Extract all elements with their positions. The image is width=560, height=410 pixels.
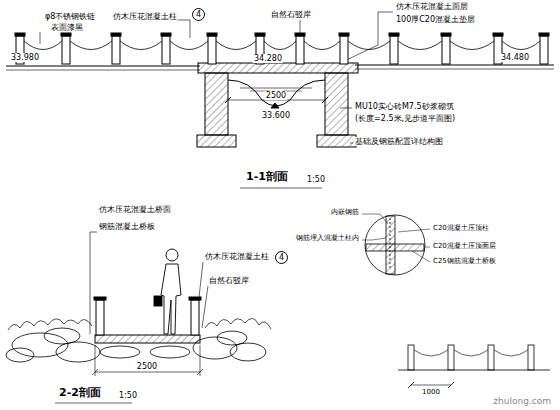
chain bbox=[450, 41, 494, 50]
material-note: 自然石驳岸 bbox=[270, 10, 312, 19]
chain bbox=[24, 41, 62, 50]
elevation-mark: 33.600 bbox=[261, 111, 291, 120]
post bbox=[296, 36, 304, 64]
section-title: 1-1剖面 bbox=[245, 171, 289, 184]
callout-number: 4 bbox=[192, 8, 205, 21]
leader-line bbox=[55, 232, 208, 403]
chain bbox=[120, 41, 162, 50]
post bbox=[94, 297, 201, 335]
post-cap bbox=[255, 33, 265, 36]
dimension-text: 2500 bbox=[265, 91, 287, 100]
detail-note: 钢筋埋入混凝土柱内 bbox=[295, 234, 360, 242]
post-cap bbox=[207, 33, 217, 36]
chain bbox=[304, 41, 340, 50]
chain bbox=[216, 41, 256, 50]
post bbox=[540, 36, 548, 64]
material-note: 钢筋混凝土桥板 bbox=[98, 222, 156, 231]
post-cap bbox=[389, 33, 399, 36]
material-note: 100厚C20混凝土垫层 bbox=[395, 15, 476, 24]
post-cap bbox=[493, 33, 503, 36]
chain bbox=[348, 41, 390, 50]
post bbox=[442, 36, 450, 64]
material-note: MU10实心砖M7.5砂浆砌筑 bbox=[354, 102, 455, 111]
post-cap bbox=[441, 33, 451, 36]
post-cap bbox=[339, 33, 349, 36]
dimension-line bbox=[92, 345, 203, 376]
dimension-text: 2500 bbox=[136, 362, 158, 371]
bridge-deck bbox=[95, 335, 200, 343]
scale-text: 1:50 bbox=[118, 391, 138, 400]
post bbox=[62, 36, 70, 64]
post-cap bbox=[161, 33, 171, 36]
material-note: 仿木压花混凝土柱 bbox=[204, 252, 270, 261]
shrub bbox=[8, 318, 271, 330]
material-note: 仿木压花混凝土面层 bbox=[395, 2, 469, 11]
post-cap bbox=[539, 33, 549, 36]
callout-number: 4 bbox=[275, 251, 288, 264]
chain bbox=[502, 41, 540, 50]
elevation-mark: 34.480 bbox=[500, 53, 530, 62]
post bbox=[162, 36, 170, 64]
material-note: 基础及钢筋配置详结构图 bbox=[354, 137, 444, 146]
post-and-chain bbox=[15, 33, 549, 64]
material-note: φ8不锈钢铁链 bbox=[44, 12, 96, 21]
detail-note: 内嵌钢筋 bbox=[330, 208, 360, 216]
material-note: (长度=2.5米,见步道平面图) bbox=[354, 114, 456, 123]
section-title: 2-2剖面 bbox=[58, 387, 102, 400]
post bbox=[112, 36, 120, 64]
post bbox=[390, 36, 398, 64]
post bbox=[340, 36, 348, 64]
material-note: 仿木压花混凝土柱 bbox=[112, 12, 178, 21]
bridge-deck bbox=[198, 63, 358, 73]
post-cap bbox=[111, 33, 121, 36]
post bbox=[208, 36, 216, 64]
chain bbox=[170, 41, 208, 50]
post-cap bbox=[295, 33, 305, 36]
stream-channel bbox=[228, 80, 325, 108]
scale-text: 1:50 bbox=[306, 175, 326, 184]
post-cap bbox=[15, 33, 25, 36]
elevation-mark: 33.980 bbox=[10, 53, 40, 62]
rock-bank bbox=[6, 328, 266, 362]
material-note: 自然石驳岸 bbox=[208, 276, 250, 285]
chain bbox=[70, 41, 112, 50]
detail-callout bbox=[362, 214, 430, 275]
detail-note: C25钢筋混凝土桥板 bbox=[432, 257, 497, 265]
material-note: 仿木压花混凝土桥面 bbox=[98, 205, 172, 214]
detail-note: C20混凝土压顶面层 bbox=[432, 242, 497, 250]
railing-elevation bbox=[398, 345, 550, 388]
watermark: zhulong.com bbox=[492, 396, 552, 406]
detail-note: C20混凝土压顶柱 bbox=[432, 224, 490, 232]
chain bbox=[264, 41, 296, 50]
material-note: 表面漆黑 bbox=[50, 23, 84, 32]
abutment bbox=[197, 73, 356, 147]
human-figure bbox=[154, 249, 181, 334]
post-cap bbox=[61, 33, 71, 36]
leader-line bbox=[40, 12, 393, 188]
chain bbox=[398, 41, 442, 50]
dimension-text: 1000 bbox=[421, 388, 441, 396]
elevation-mark: 34.280 bbox=[253, 54, 283, 63]
